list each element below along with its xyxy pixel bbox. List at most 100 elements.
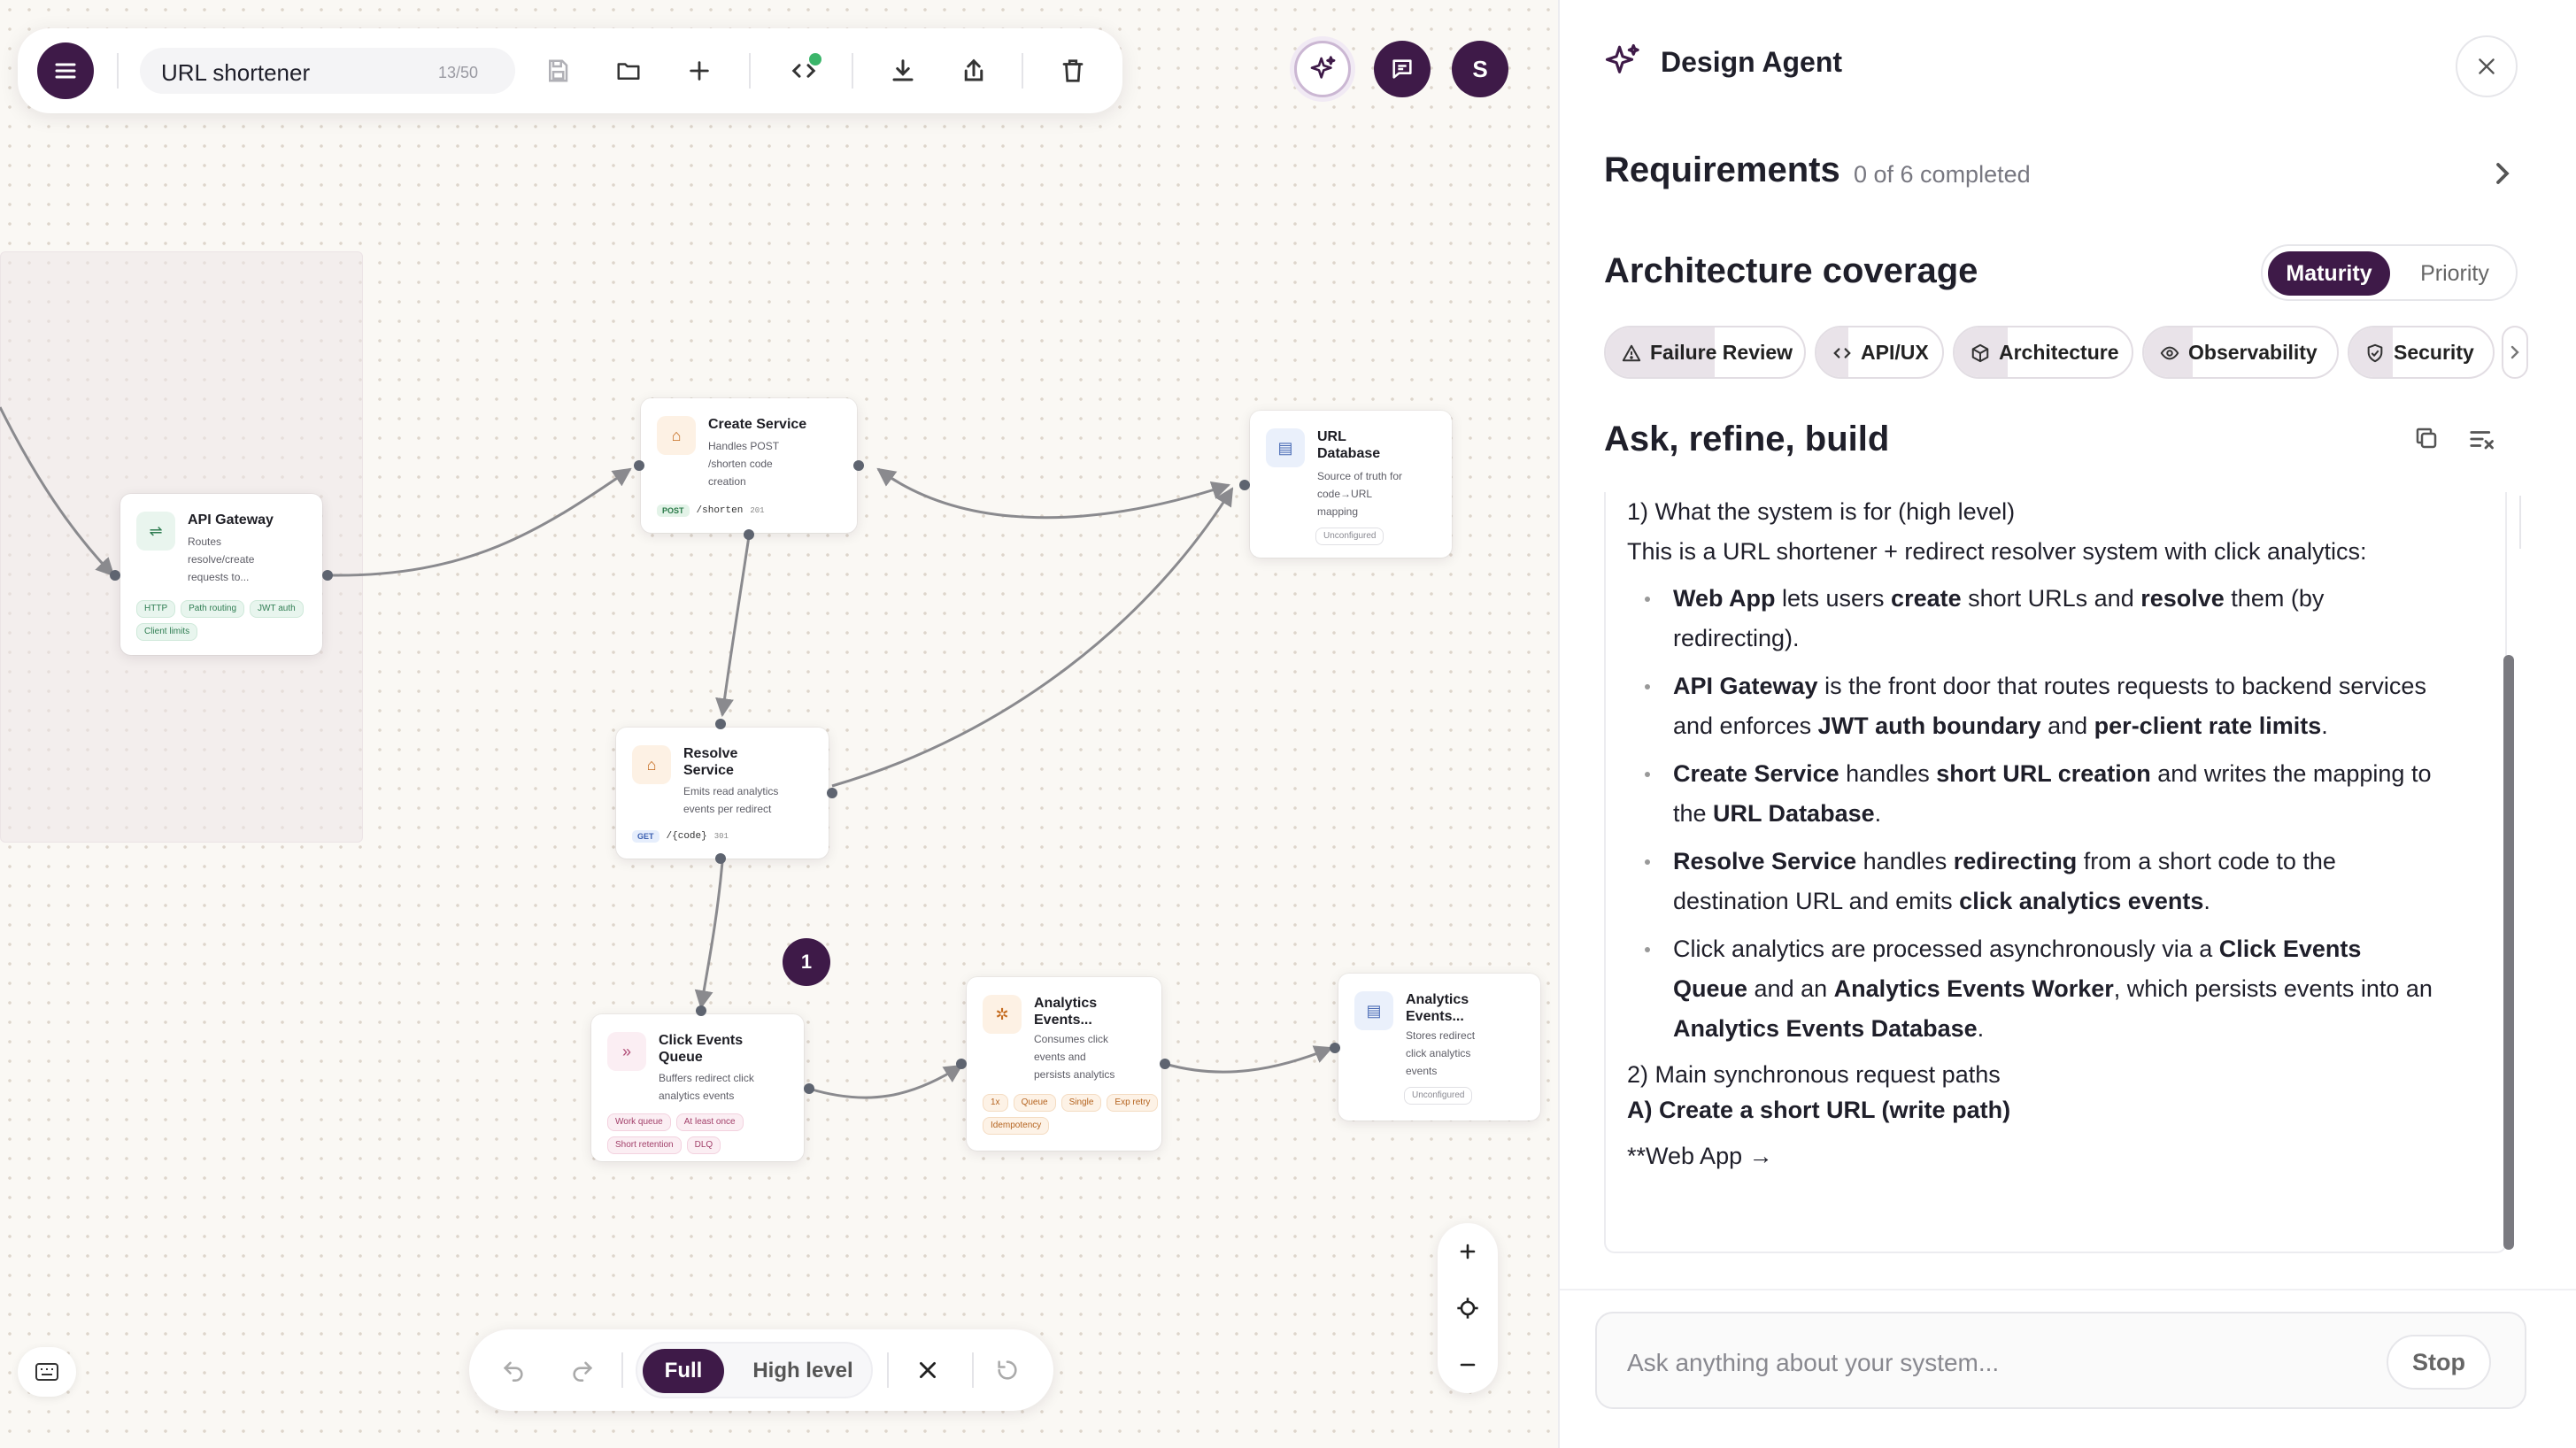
chip-observability[interactable]: Observability bbox=[2142, 326, 2339, 379]
chip-label: Architecture bbox=[1999, 340, 2119, 364]
list-item: Web App lets users create short URLs and… bbox=[1645, 579, 2441, 659]
chip-label: Observability bbox=[2188, 340, 2318, 364]
reset-button[interactable] bbox=[988, 1351, 1027, 1390]
connection-handle[interactable] bbox=[853, 460, 864, 471]
keyboard-icon bbox=[35, 1363, 58, 1381]
delete-button[interactable] bbox=[1053, 51, 1092, 90]
undo-button[interactable] bbox=[494, 1351, 533, 1390]
edge-worker-to-analyticsdb bbox=[1164, 1045, 1333, 1074]
message-intro: This is a URL shortener + redirect resol… bbox=[1627, 538, 2367, 565]
priority-tab[interactable]: Priority bbox=[2420, 260, 2489, 286]
connection-handle[interactable] bbox=[110, 570, 120, 581]
node-title: URL Database bbox=[1317, 429, 1381, 461]
title-char-count: 13/50 bbox=[437, 64, 478, 81]
chip-api-ux[interactable]: API/UX bbox=[1815, 326, 1944, 379]
chip-failure-review[interactable]: Failure Review bbox=[1604, 326, 1806, 379]
chevron-right-icon[interactable] bbox=[2489, 156, 2516, 191]
maturity-tab[interactable]: Maturity bbox=[2268, 251, 2390, 296]
node-count-badge[interactable]: 1 bbox=[783, 938, 830, 986]
user-avatar[interactable]: S bbox=[1452, 41, 1508, 97]
clear-button[interactable] bbox=[908, 1351, 947, 1390]
keyboard-shortcuts-button[interactable] bbox=[18, 1347, 76, 1397]
tag: At least once bbox=[675, 1113, 744, 1131]
tag: Path routing bbox=[181, 600, 245, 618]
node-analytics-events-worker[interactable]: ✲ Analytics Events... Consumes click eve… bbox=[967, 977, 1161, 1151]
node-click-events-queue[interactable]: » Click Events Queue Buffers redirect cl… bbox=[591, 1014, 804, 1161]
tag: Single bbox=[1060, 1094, 1102, 1112]
comments-button[interactable] bbox=[1374, 41, 1431, 97]
menu-button[interactable] bbox=[37, 42, 94, 99]
chip-architecture[interactable]: Architecture bbox=[1953, 326, 2133, 379]
tag: Short retention bbox=[607, 1136, 682, 1154]
sparkle-icon bbox=[1310, 56, 1336, 79]
requirements-heading[interactable]: Requirements bbox=[1604, 150, 1840, 189]
connection-handle[interactable] bbox=[696, 1005, 706, 1016]
tag: DLQ bbox=[686, 1136, 721, 1154]
download-button[interactable] bbox=[883, 51, 922, 90]
code-view-button[interactable] bbox=[784, 51, 823, 90]
fit-view-button[interactable] bbox=[1448, 1289, 1487, 1328]
message-scrollbar[interactable] bbox=[2503, 655, 2514, 1250]
connection-handle[interactable] bbox=[744, 529, 754, 540]
tag: Queue bbox=[1013, 1094, 1056, 1112]
message-heading: 2) Main synchronous request paths bbox=[1627, 1061, 2001, 1088]
connection-handle[interactable] bbox=[715, 719, 726, 729]
node-tags: Work queue At least once Short retention… bbox=[607, 1113, 793, 1154]
agent-message: 1) What the system is for (high level) T… bbox=[1604, 492, 2507, 1253]
requirements-status: 0 of 6 completed bbox=[1854, 161, 2031, 188]
node-api-gateway[interactable]: ⇌ API Gateway Routes resolve/create requ… bbox=[120, 494, 322, 655]
stop-button[interactable]: Stop bbox=[2387, 1335, 2491, 1390]
node-create-service[interactable]: ⌂ Create Service Handles POST /shorten c… bbox=[641, 398, 857, 533]
connection-handle[interactable] bbox=[1330, 1043, 1340, 1053]
connection-handle[interactable] bbox=[804, 1083, 814, 1094]
node-analytics-events-database[interactable]: ▤ Analytics Events... Stores redirect cl… bbox=[1338, 974, 1540, 1121]
connection-handle[interactable] bbox=[715, 853, 726, 864]
toolbar-divider bbox=[621, 1352, 623, 1388]
connection-handle[interactable] bbox=[1239, 480, 1250, 490]
connection-handle[interactable] bbox=[1160, 1059, 1170, 1069]
node-description: Emits read analytics events per redirect bbox=[683, 785, 779, 815]
endpoint-row: GET /{code} 301 bbox=[632, 830, 729, 843]
redo-button[interactable] bbox=[563, 1351, 602, 1390]
diagram-canvas[interactable]: ⇌ API Gateway Routes resolve/create requ… bbox=[0, 0, 1558, 1448]
connection-handle[interactable] bbox=[956, 1059, 967, 1069]
node-title: Analytics Events... bbox=[1034, 996, 1098, 1028]
endpoint-row: POST /shorten 201 bbox=[657, 504, 765, 517]
edge-create-to-resolve bbox=[715, 535, 751, 718]
close-panel-button[interactable] bbox=[2456, 35, 2518, 97]
project-title-field[interactable]: URL shortener 13/50 bbox=[140, 48, 515, 94]
view-full-button[interactable]: Full bbox=[643, 1349, 724, 1393]
chips-scroll-right[interactable] bbox=[2502, 326, 2528, 379]
connection-handle[interactable] bbox=[827, 788, 837, 798]
chip-security[interactable]: Security bbox=[2348, 326, 2495, 379]
design-agent-button[interactable] bbox=[1294, 41, 1351, 97]
new-diagram-button[interactable] bbox=[680, 51, 719, 90]
tag: JWT auth bbox=[250, 600, 304, 618]
save-button[interactable] bbox=[538, 51, 577, 90]
connection-handle[interactable] bbox=[634, 460, 644, 471]
open-folder-button[interactable] bbox=[609, 51, 648, 90]
connection-handle[interactable] bbox=[322, 570, 333, 581]
zoom-in-button[interactable] bbox=[1448, 1232, 1487, 1271]
panel-title: Design Agent bbox=[1661, 46, 1843, 78]
node-description: Stores redirect click analytics events bbox=[1406, 1029, 1476, 1077]
tag: Idempotency bbox=[983, 1117, 1050, 1135]
tag: 1x bbox=[983, 1094, 1008, 1112]
view-high-level-button[interactable]: High level bbox=[752, 1359, 853, 1383]
node-url-database[interactable]: ▤ URL Database Source of truth for code→… bbox=[1250, 411, 1452, 558]
edges-layer bbox=[0, 406, 1333, 1099]
zoom-out-button[interactable] bbox=[1448, 1345, 1487, 1384]
toolbar-divider bbox=[852, 53, 853, 89]
save-icon bbox=[549, 59, 568, 82]
node-title: Create Service bbox=[708, 417, 807, 432]
status-tag: Unconfigured bbox=[1315, 528, 1384, 545]
copy-icon[interactable] bbox=[2413, 425, 2440, 451]
chat-input[interactable]: Ask anything about your system... Stop bbox=[1595, 1312, 2526, 1409]
message-heading: 1) What the system is for (high level) bbox=[1627, 498, 2016, 525]
node-resolve-service[interactable]: ⌂ Resolve Service Emits read analytics e… bbox=[616, 728, 829, 859]
coverage-mode-toggle: Maturity Priority bbox=[2261, 244, 2518, 301]
share-button[interactable] bbox=[954, 51, 993, 90]
node-title: Analytics Events... bbox=[1406, 992, 1469, 1024]
clear-chat-icon[interactable] bbox=[2468, 427, 2495, 451]
chat-icon bbox=[1392, 59, 1412, 79]
